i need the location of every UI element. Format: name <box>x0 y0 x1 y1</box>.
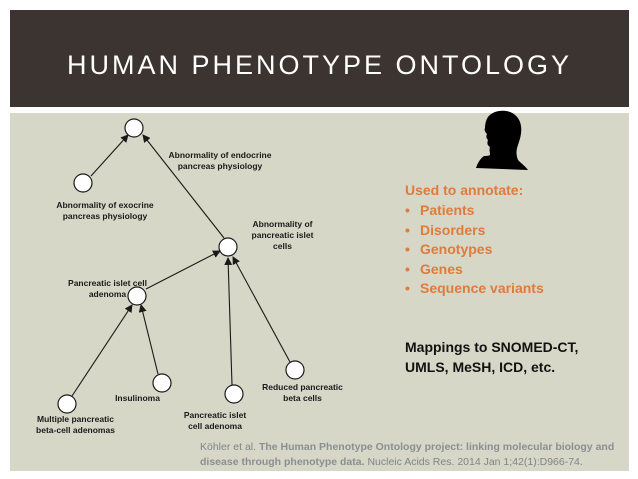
bullet-icon: • <box>405 221 410 238</box>
edge-exocrine-to-root <box>90 134 129 177</box>
label-endocrine-line1: Abnormality of endocrine <box>168 150 272 160</box>
label-endocrine-line2: pancreas physiology <box>177 161 263 171</box>
node-islet-adenoma[interactable] <box>127 286 147 306</box>
node-islet-cell-adenoma[interactable] <box>224 384 244 404</box>
label-islet-adenoma-line1: Pancreatic islet cell <box>68 278 147 288</box>
bullet-icon: • <box>405 202 410 218</box>
node-insulinoma[interactable] <box>152 373 172 393</box>
title-bar: HUMAN PHENOTYPE ONTOLOGY <box>10 10 629 107</box>
label-islet-cells-line2: pancreatic islet <box>251 230 314 240</box>
label-insulinoma: Insulinoma <box>105 393 170 404</box>
node-islet-cells[interactable] <box>218 237 238 257</box>
ontology-edges <box>71 134 291 397</box>
label-islet-cells: Abnormality of pancreatic islet cells <box>235 219 330 252</box>
citation-title: The Human Phenotype Ontology project: li… <box>200 441 615 468</box>
label-endocrine: Abnormality of endocrine pancreas physio… <box>160 150 280 172</box>
page-title: HUMAN PHENOTYPE ONTOLOGY <box>66 50 573 80</box>
label-multiple: Multiple pancreatic beta-cell adenomas <box>18 414 133 436</box>
content-panel <box>10 113 629 471</box>
mappings-text: Mappings to SNOMED-CT, UMLS, MeSH, ICD, … <box>405 337 615 377</box>
label-reduced-line1: Reduced pancreatic <box>262 382 343 392</box>
citation-authors: Köhler et al. <box>200 441 259 453</box>
mappings-line2: UMLS, MeSH, ICD, etc. <box>405 359 556 375</box>
label-reduced: Reduced pancreatic beta cells <box>245 382 360 404</box>
label-multiple-line2: beta-cell adenomas <box>36 425 115 435</box>
annotate-heading: Used to annotate: <box>405 182 524 198</box>
annotate-item: • Sequence variants <box>405 279 544 299</box>
edge-insulinoma-to-islet-adenoma <box>138 304 159 375</box>
label-islet-cells-line1: Abnormality of <box>252 219 313 229</box>
label-exocrine: Abnormality of exocrine pancreas physiol… <box>40 200 170 222</box>
label-islet-cells-line3: cells <box>273 241 292 251</box>
ontology-nodes <box>57 118 305 414</box>
annotate-list: • Patients • Disorders • Genotypes • Genes •… <box>405 201 544 299</box>
node-multiple[interactable] <box>57 394 77 414</box>
node-exocrine[interactable] <box>73 173 93 193</box>
node-root[interactable] <box>124 118 144 138</box>
node-reduced[interactable] <box>285 360 305 380</box>
annotate-item-label: Disorders <box>420 221 486 238</box>
bullet-icon: • <box>405 241 410 257</box>
label-exocrine-line2: pancreas physiology <box>62 211 148 221</box>
label-islet-cell-adenoma-line2: cell adenoma <box>188 421 242 431</box>
mappings-line1: Mappings to SNOMED-CT, <box>405 339 579 355</box>
edge-reduced-to-islet-cells <box>232 256 291 363</box>
annotate-item-label: Sequence variants <box>420 280 544 296</box>
edge-islet-adenoma-to-islet-cells <box>145 250 221 290</box>
label-insulinoma-line1: Insulinoma <box>115 393 160 403</box>
label-islet-adenoma-line2: adenoma <box>88 289 127 299</box>
annotate-item-label: Genes <box>420 260 463 277</box>
bullet-icon: • <box>405 280 410 296</box>
annotate-item-label: Genotypes <box>420 241 493 257</box>
annotate-item-label: Patients <box>420 202 475 218</box>
citation: Köhler et al. The Human Phenotype Ontolo… <box>200 440 625 470</box>
annotate-item: • Genes <box>405 260 544 280</box>
edge-islet-cell-adenoma-to-islet-cells <box>224 257 233 386</box>
label-reduced-line2: beta cells <box>283 393 322 403</box>
edge-multiple-to-islet-adenoma <box>71 304 133 397</box>
bullet-icon: • <box>405 260 410 277</box>
label-islet-cell-adenoma: Pancreatic islet cell adenoma <box>165 410 265 432</box>
human-head-silhouette-icon <box>476 110 528 170</box>
annotate-item: • Genotypes <box>405 240 544 260</box>
label-exocrine-line1: Abnormality of exocrine <box>56 200 154 210</box>
citation-journal: Nucleic Acids Res. 2014 Jan 1;42(1):D966… <box>364 456 583 468</box>
label-multiple-line1: Multiple pancreatic <box>37 414 114 424</box>
label-islet-cell-adenoma-line1: Pancreatic islet <box>183 410 247 420</box>
label-islet-adenoma: Pancreatic islet cell adenoma <box>50 278 165 300</box>
annotate-item: • Disorders <box>405 221 544 241</box>
edge-islet-cells-to-root <box>142 134 225 239</box>
annotate-item: • Patients <box>405 201 544 221</box>
